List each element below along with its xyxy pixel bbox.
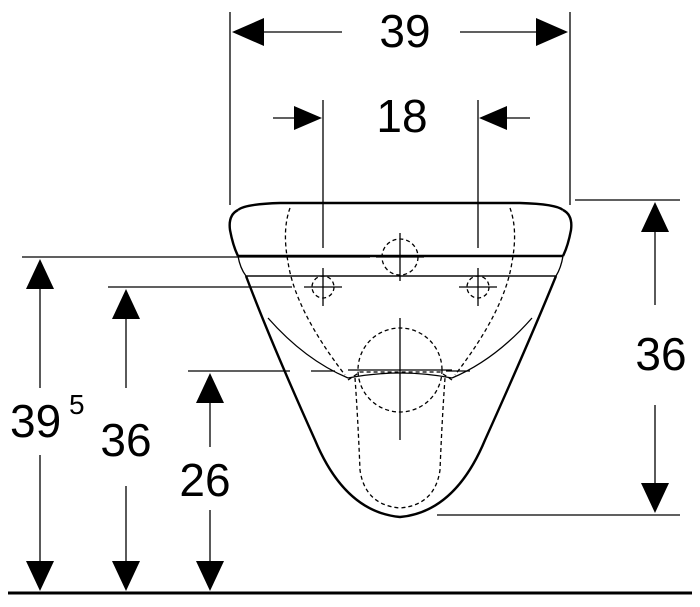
dimension-fixing-height: 36: [100, 286, 292, 591]
outlet-height-label: 26: [179, 454, 230, 506]
total-height-superscript: 5: [69, 389, 85, 420]
dimension-overall-width: 39: [229, 5, 571, 205]
fixing-spacing-label: 18: [376, 90, 427, 142]
fixing-height-label: 36: [100, 414, 151, 466]
front-height-label: 36: [635, 328, 686, 380]
dimension-fixing-spacing: 18: [273, 90, 530, 248]
dimension-front-height: 36: [437, 199, 687, 516]
dimension-outlet-height: 26: [179, 370, 470, 591]
dimension-total-height: 39 5: [10, 256, 370, 591]
centre-marks: [304, 233, 497, 440]
total-height-label: 39: [10, 395, 61, 447]
overall-width-label: 39: [379, 5, 430, 57]
